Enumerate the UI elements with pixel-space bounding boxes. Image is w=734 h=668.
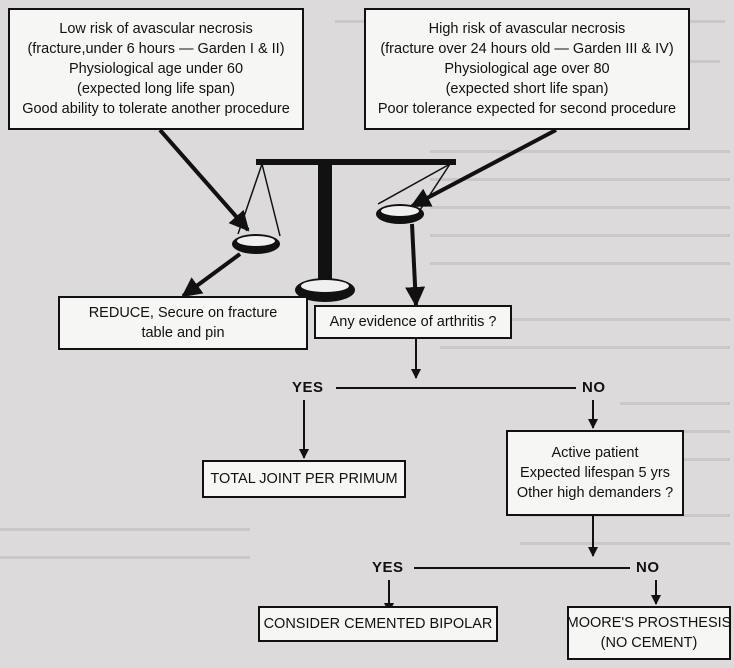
- active-patient-box: Active patient Expected lifespan 5 yrs O…: [506, 430, 684, 516]
- arthritis-box: Any evidence of arthritis ?: [314, 305, 512, 339]
- reduce-line-1: REDUCE, Secure on fracture: [88, 305, 278, 321]
- high-risk-line-4: (expected short life span): [445, 81, 609, 97]
- high-risk-line-3: Physiological age over 80: [444, 61, 610, 77]
- yes-label-1: YES: [292, 379, 324, 396]
- arthritis-line-1: Any evidence of arthritis ?: [329, 314, 497, 330]
- low-risk-line-4: (expected long life span): [77, 81, 235, 97]
- low-risk-box: Low risk of avascular necrosis (fracture…: [8, 8, 304, 130]
- total-joint-box: TOTAL JOINT PER PRIMUM: [202, 460, 406, 498]
- moore-prosthesis-box: MOORE'S PROSTHESIS (NO CEMENT): [567, 606, 731, 660]
- high-risk-line-1: High risk of avascular necrosis: [428, 21, 626, 37]
- reduce-box: REDUCE, Secure on fracture table and pin: [58, 296, 308, 350]
- no-label-2: NO: [636, 559, 660, 576]
- no-label-1: NO: [582, 379, 606, 396]
- cemented-bipolar-line-1: CONSIDER CEMENTED BIPOLAR: [263, 616, 493, 632]
- moore-line-2: (NO CEMENT): [600, 635, 698, 651]
- moore-line-1: MOORE'S PROSTHESIS: [566, 615, 732, 631]
- low-risk-line-2: (fracture,under 6 hours — Garden I & II): [27, 41, 285, 57]
- active-patient-line-3: Other high demanders ?: [516, 485, 674, 501]
- high-risk-line-5: Poor tolerance expected for second proce…: [377, 101, 677, 117]
- low-risk-line-5: Good ability to tolerate another procedu…: [22, 101, 290, 117]
- active-patient-line-2: Expected lifespan 5 yrs: [520, 465, 670, 481]
- yes-label-2: YES: [372, 559, 404, 576]
- low-risk-line-1: Low risk of avascular necrosis: [59, 21, 253, 37]
- high-risk-line-2: (fracture over 24 hours old — Garden III…: [380, 41, 674, 57]
- cemented-bipolar-box: CONSIDER CEMENTED BIPOLAR: [258, 606, 498, 642]
- reduce-line-2: table and pin: [141, 325, 225, 341]
- low-risk-line-3: Physiological age under 60: [68, 61, 244, 77]
- active-patient-line-1: Active patient: [551, 445, 639, 461]
- total-joint-line-1: TOTAL JOINT PER PRIMUM: [210, 471, 398, 487]
- balance-scale-icon: [232, 159, 456, 302]
- high-risk-box: High risk of avascular necrosis (fractur…: [364, 8, 690, 130]
